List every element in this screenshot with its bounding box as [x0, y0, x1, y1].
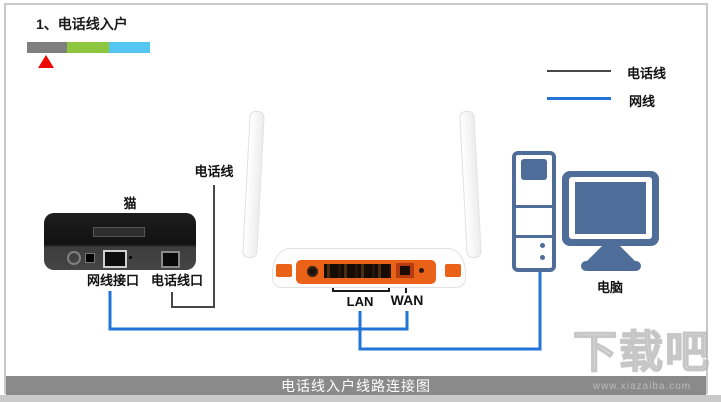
diagram-caption-bar: 电话线入户线路连接图 — [6, 376, 706, 395]
router-antenna-joint-right — [445, 264, 461, 277]
legend-network-line-label: 网线 — [629, 94, 656, 109]
computer-tower-divider — [515, 235, 553, 238]
phone-line-tag: 电话线 — [194, 164, 234, 179]
phone-entry-cable — [171, 185, 215, 308]
progress-segment-2 — [67, 42, 109, 53]
diagram-caption-text: 电话线入户线路连接图 — [281, 377, 431, 394]
modem-power-jack-icon — [85, 253, 95, 263]
computer-label: 电脑 — [596, 280, 623, 295]
computer-monitor-screen — [575, 182, 646, 234]
computer-monitor-base — [581, 261, 641, 271]
progress-segment-3 — [109, 42, 150, 53]
watermark-brand-text: 下载吧 — [572, 327, 711, 377]
progress-segment-current — [27, 42, 67, 53]
watermark-url-text: www.xiazaiba.com — [592, 380, 692, 392]
current-step-marker-icon — [38, 55, 54, 68]
router-wan-port-slot — [400, 266, 410, 275]
modem-sticker — [93, 227, 145, 237]
computer-tower-button-icon — [540, 255, 545, 260]
modem-to-wan-cable — [108, 291, 409, 331]
modem-reset-pinhole-icon — [129, 256, 132, 259]
legend-phone-line-label: 电话线 — [627, 66, 667, 81]
bottom-strip — [0, 395, 721, 402]
step-title: 1、电话线入户 — [36, 16, 128, 32]
watermark: 下载吧 www.xiazaiba.com — [566, 327, 718, 392]
router-power-jack-icon — [307, 266, 318, 277]
wan-port-label: WAN — [390, 292, 424, 308]
computer-tower-divider — [515, 205, 553, 208]
router-antenna-joint-left — [276, 264, 292, 277]
modem-ethernet-port-label: 网线接口 — [86, 273, 139, 288]
modem-power-button-icon — [67, 251, 81, 265]
modem-ethernet-port-icon — [103, 250, 127, 268]
modem-phone-port-label: 电话线口 — [150, 273, 203, 288]
modem-phone-port-icon — [161, 251, 180, 268]
computer-tower-drive-bay — [521, 159, 547, 180]
router-lan-ports-icon — [324, 264, 391, 278]
computer-monitor-stand — [586, 246, 636, 262]
computer-tower-button-icon — [540, 243, 545, 248]
router-reset-button-icon — [419, 268, 424, 273]
modem-label: 猫 — [123, 196, 137, 211]
legend-phone-line-swatch — [547, 70, 611, 72]
legend-network-line-swatch — [547, 97, 611, 100]
lan-to-computer-cable — [358, 272, 542, 351]
lan-port-label: LAN — [346, 294, 374, 309]
